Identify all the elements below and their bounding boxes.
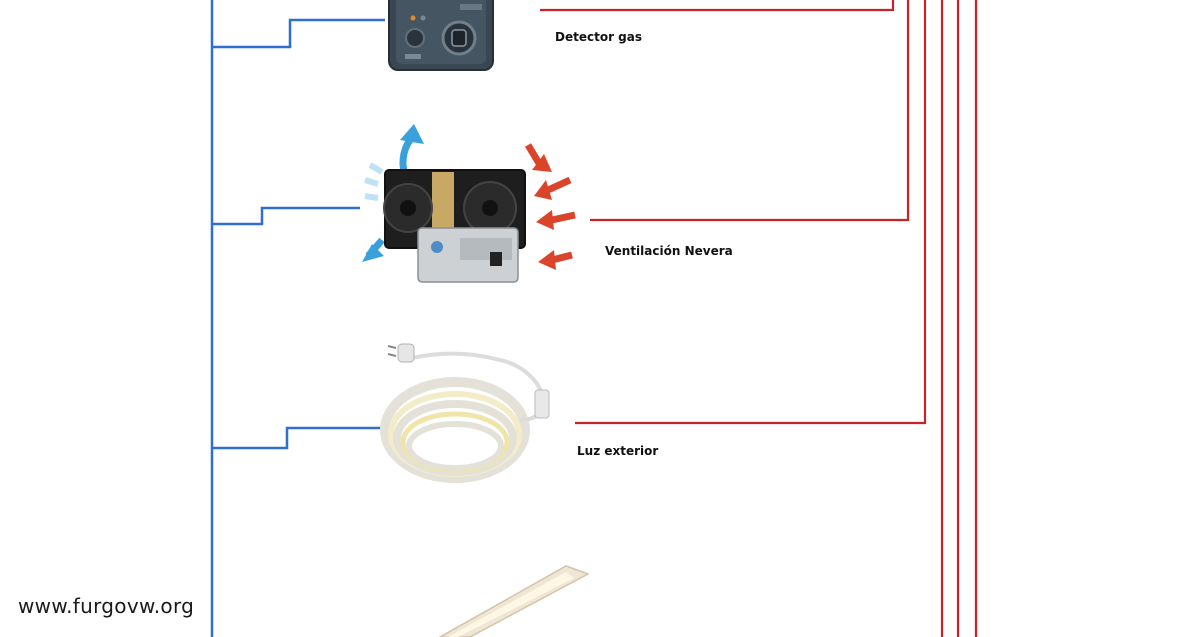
negative-branch-fridge-ventilation (212, 206, 360, 226)
gas-detector-image (388, 0, 494, 71)
positive-wire-exterior-light (575, 0, 927, 425)
label-fridge-ventilation: Ventilación Nevera (605, 244, 733, 258)
label-exterior-light: Luz exterior (577, 444, 659, 458)
positive-wire-fridge-ventilation (590, 0, 910, 222)
negative-wires (210, 0, 385, 637)
led-bar-image (438, 565, 590, 637)
positive-wire-gas-detector (540, 0, 895, 12)
positive-wires (540, 0, 978, 637)
exterior-light-image (380, 343, 550, 483)
negative-branch-gas-detector (212, 18, 385, 49)
negative-branch-exterior-light (212, 426, 385, 450)
label-gas-detector: Detector gas (555, 30, 642, 44)
watermark-text: www.furgovw.org (18, 594, 195, 618)
fridge-ventilation-image (362, 124, 576, 283)
